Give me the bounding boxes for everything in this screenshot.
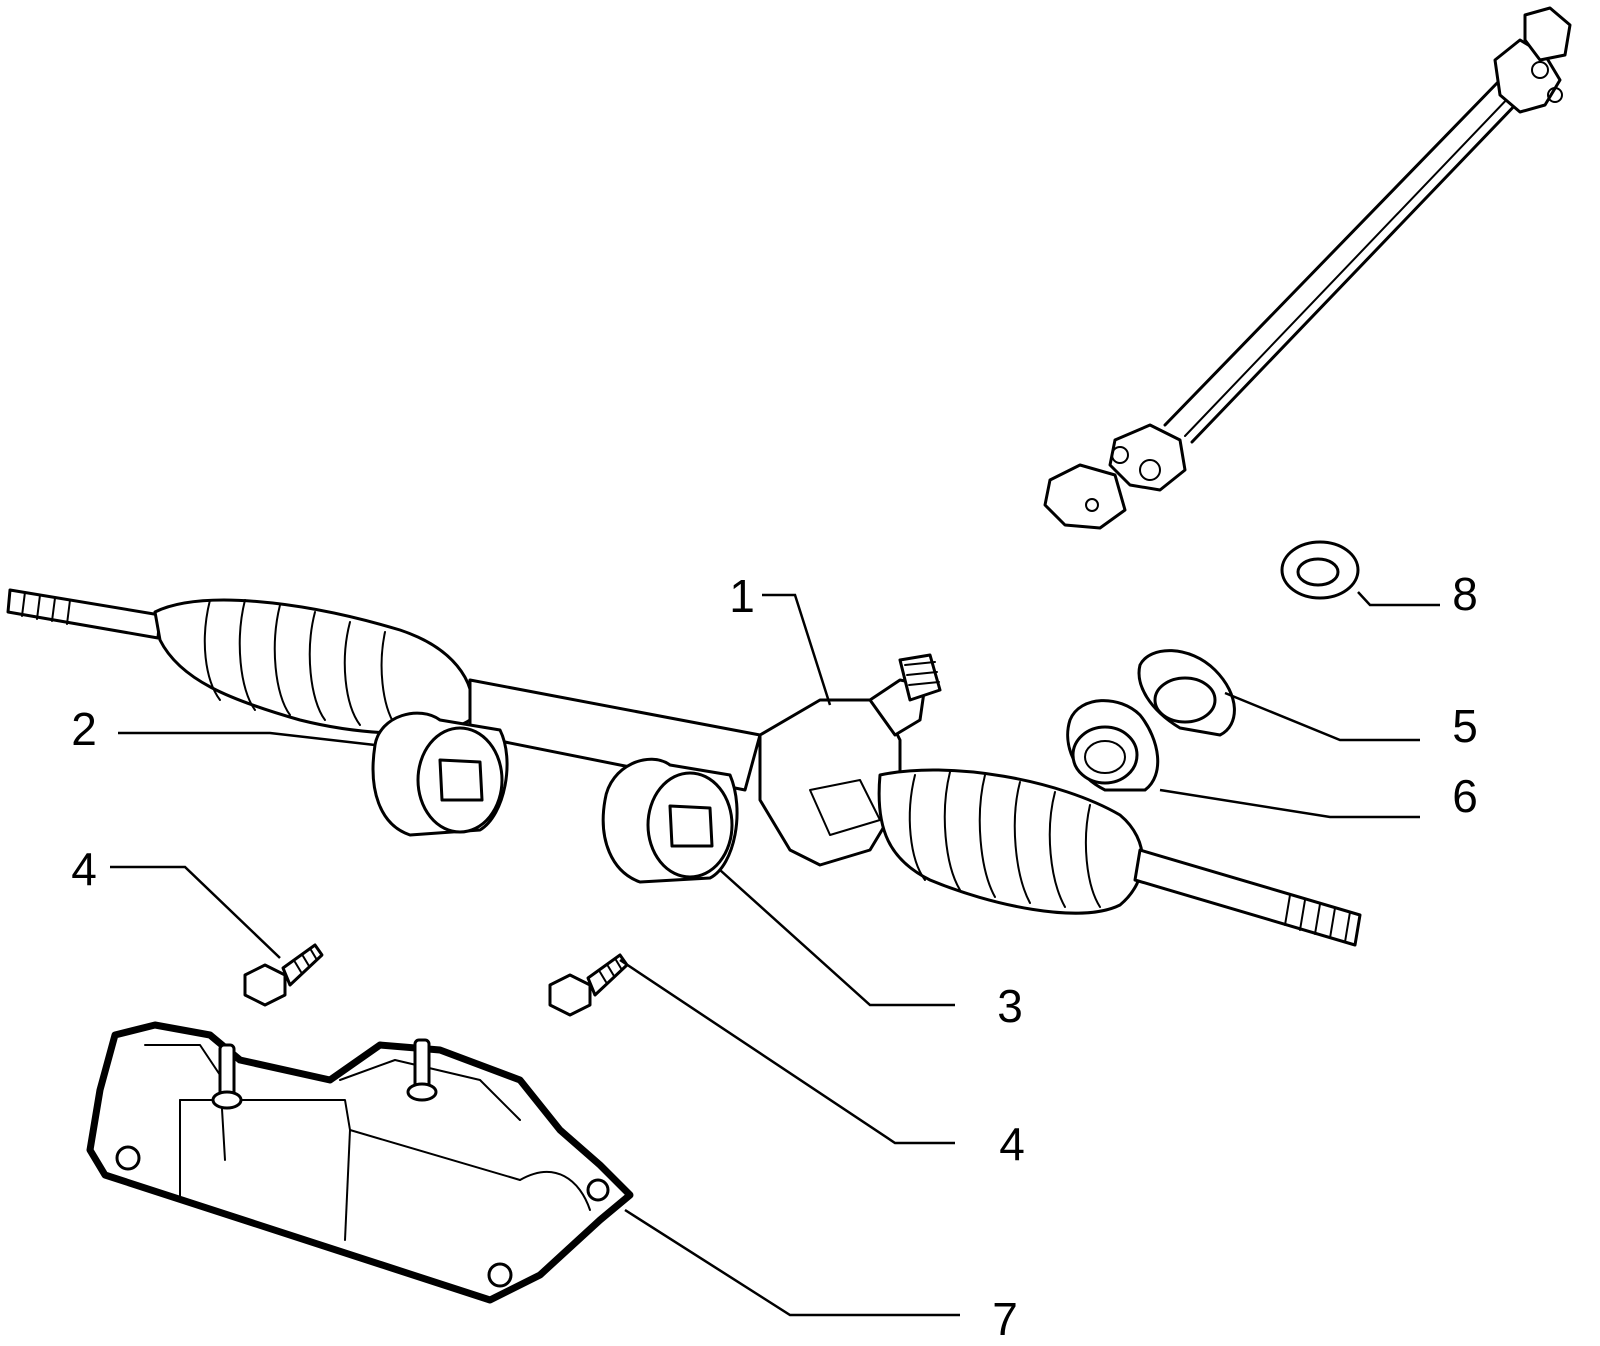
callout-5: 5 xyxy=(1452,700,1478,752)
seal-5 xyxy=(1137,649,1236,737)
callout-7: 7 xyxy=(992,1293,1018,1345)
ring-8 xyxy=(1280,540,1360,600)
mounting-bush-right xyxy=(601,757,739,884)
callout-1: 1 xyxy=(729,570,755,622)
bolt-right xyxy=(548,953,629,1017)
leader-lines xyxy=(110,591,1440,1317)
callout-4-right: 4 xyxy=(999,1118,1025,1170)
callout-labels: 1 2 3 4 4 5 6 7 8 xyxy=(71,568,1478,1345)
callout-4-left: 4 xyxy=(71,843,97,895)
bolt-left xyxy=(243,943,324,1007)
steering-column-shaft xyxy=(1043,6,1572,530)
bearing-6 xyxy=(1066,699,1160,792)
mounting-bush-left xyxy=(371,711,509,837)
callout-3: 3 xyxy=(997,980,1023,1032)
steering-rack-assembly xyxy=(6,588,1362,947)
callout-8: 8 xyxy=(1452,568,1478,620)
callout-2: 2 xyxy=(71,703,97,755)
callout-6: 6 xyxy=(1452,770,1478,822)
rack-cover-bracket xyxy=(86,1021,634,1304)
